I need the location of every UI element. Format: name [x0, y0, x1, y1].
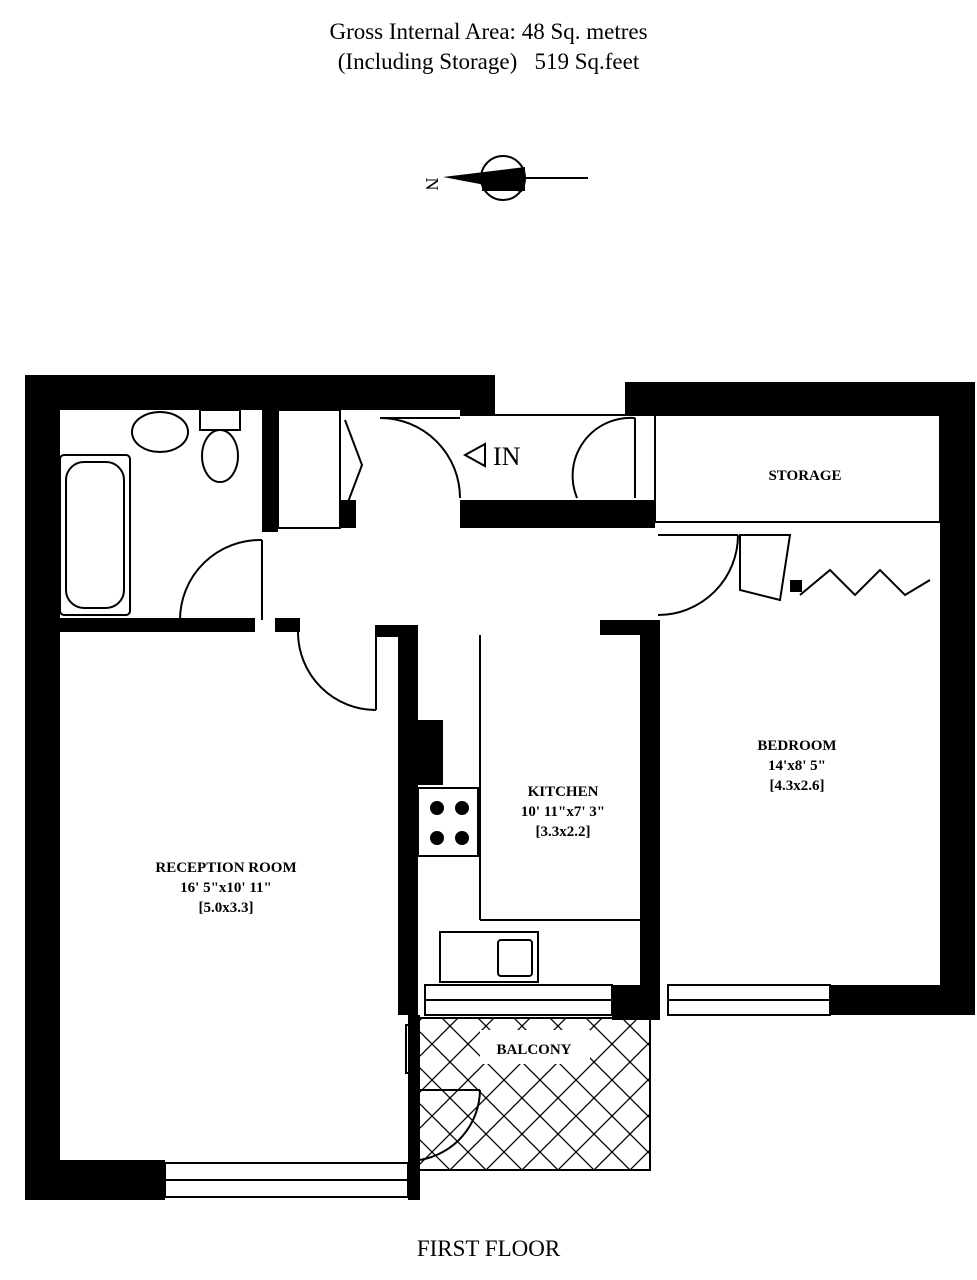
bedroom-metric: [4.3x2.6] [770, 778, 825, 794]
walls [25, 375, 975, 1200]
floor-label: FIRST FLOOR [416, 1236, 561, 1261]
reception-label: RECEPTION ROOM [155, 860, 296, 876]
fixtures [59, 409, 941, 1198]
bedroom-label: BEDROOM [757, 738, 836, 754]
gross-area-line: Gross Internal Area: 48 Sq. metres [329, 19, 648, 44]
entrance-label: IN [493, 442, 521, 471]
north-arrow-icon: N [422, 155, 588, 201]
reception-imperial: 16' 5"x10' 11" [180, 880, 272, 896]
balcony-label: BALCONY [496, 1042, 571, 1058]
kitchen-label: KITCHEN [528, 784, 599, 800]
reception-metric: [5.0x3.3] [199, 900, 254, 916]
north-label: N [422, 178, 442, 191]
including-storage-label: (Including Storage) [337, 49, 518, 74]
storage-label: STORAGE [768, 468, 841, 484]
storage-area-line: (Including Storage) 519 Sq.feet [0, 48, 977, 76]
bedroom-imperial: 14'x8' 5" [768, 758, 826, 774]
kitchen-imperial: 10' 11"x7' 3" [521, 804, 605, 820]
square-feet-label: 519 Sq.feet [534, 49, 640, 74]
kitchen-metric: [3.3x2.2] [536, 824, 591, 840]
